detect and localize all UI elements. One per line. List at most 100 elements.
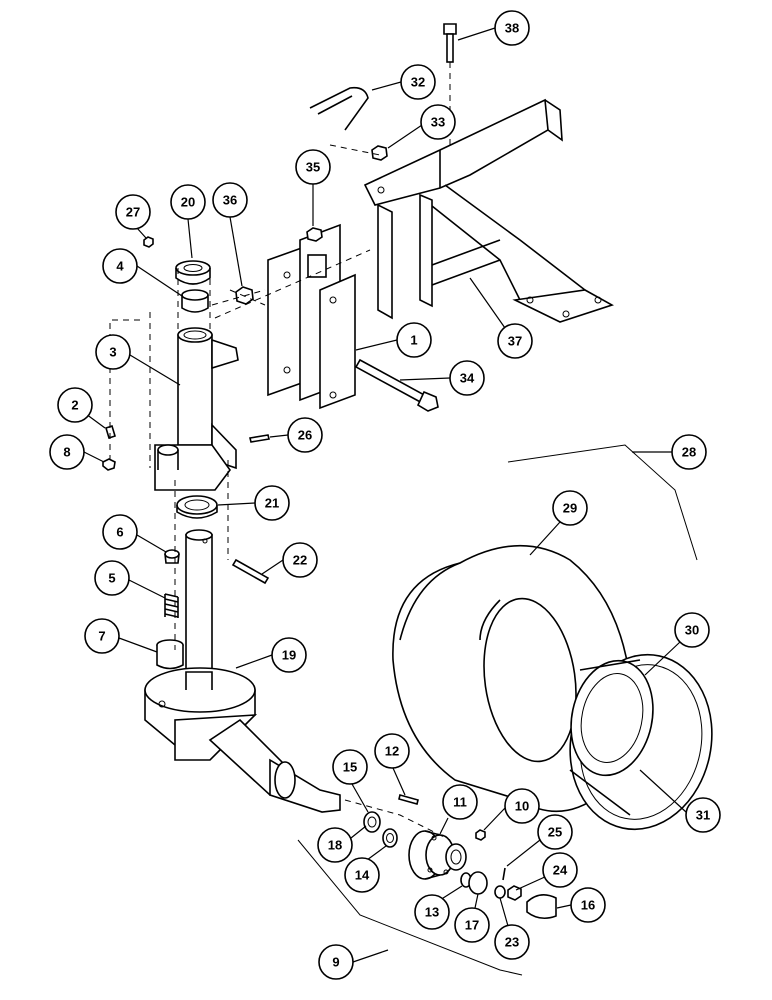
callout-33: 33 (387, 104, 456, 149)
callout-12: 12 (374, 733, 410, 796)
svg-text:33: 33 (431, 115, 445, 130)
nut-27 (143, 236, 154, 248)
callout-17: 17 (454, 893, 490, 943)
cap-17 (468, 871, 488, 895)
bushing-20 (175, 260, 211, 285)
svg-text:4: 4 (116, 259, 124, 274)
bushing-4 (181, 289, 209, 313)
svg-text:13: 13 (425, 905, 439, 920)
svg-text:15: 15 (343, 760, 357, 775)
svg-text:22: 22 (293, 553, 307, 568)
bolt-34 (354, 358, 439, 412)
svg-text:3: 3 (109, 345, 116, 360)
pin-12 (398, 794, 419, 805)
callout-25: 25 (506, 814, 573, 867)
bearing-15 (363, 811, 381, 833)
svg-text:25: 25 (548, 825, 562, 840)
svg-text:35: 35 (306, 160, 320, 175)
callout-32: 32 (371, 64, 436, 100)
callout-29: 29 (529, 490, 588, 556)
svg-text:6: 6 (116, 525, 123, 540)
callout-30: 30 (644, 612, 710, 676)
svg-text:34: 34 (460, 371, 475, 386)
bolt-38 (443, 23, 457, 63)
callout-24: 24 (515, 852, 578, 891)
svg-text:9: 9 (332, 955, 339, 970)
svg-text:30: 30 (685, 623, 699, 638)
svg-text:18: 18 (328, 838, 342, 853)
callout-5: 5 (94, 560, 166, 599)
callout-7: 7 (84, 618, 158, 654)
svg-text:2: 2 (71, 398, 78, 413)
callout-21: 21 (217, 485, 290, 521)
callout-14: 14 (344, 845, 387, 893)
callout-38: 38 (457, 10, 530, 46)
frame-bracket (363, 98, 614, 323)
pin-25 (502, 867, 506, 881)
bracket-9 (297, 839, 523, 976)
svg-text:28: 28 (682, 445, 696, 460)
svg-text:8: 8 (63, 445, 70, 460)
u-bolt-32 (309, 86, 369, 131)
callout-4: 4 (102, 248, 183, 297)
spindle-19 (144, 529, 341, 813)
seal-14 (382, 828, 398, 848)
svg-text:1: 1 (410, 333, 417, 348)
nut-10 (475, 829, 486, 841)
housing-tube (154, 327, 239, 491)
callout-27: 27 (115, 194, 151, 239)
nut-33 (371, 145, 388, 161)
callout-3: 3 (95, 334, 181, 386)
assembly-lines (109, 62, 451, 841)
bracket-28 (507, 444, 698, 561)
svg-text:11: 11 (453, 795, 467, 810)
mounting-plates (267, 223, 356, 410)
svg-text:37: 37 (508, 334, 522, 349)
callout-8: 8 (49, 434, 105, 470)
pin-26 (249, 434, 270, 443)
svg-text:16: 16 (581, 898, 595, 913)
callout-37: 37 (469, 277, 533, 359)
rim-30 (569, 653, 713, 831)
callout-18: 18 (317, 825, 367, 863)
plug-7 (156, 639, 184, 670)
callout-23: 23 (494, 897, 530, 960)
callout-36: 36 (212, 182, 248, 287)
svg-text:20: 20 (181, 195, 195, 210)
callout-13: 13 (414, 885, 463, 930)
callout-2: 2 (57, 387, 106, 429)
svg-text:17: 17 (465, 918, 479, 933)
washer-21 (176, 495, 218, 519)
callout-26: 26 (269, 417, 323, 453)
svg-text:5: 5 (108, 571, 115, 586)
svg-text:36: 36 (223, 193, 237, 208)
cap-6 (164, 549, 180, 564)
svg-text:24: 24 (553, 863, 568, 878)
callout-20: 20 (170, 184, 206, 259)
callout-34: 34 (399, 360, 485, 396)
svg-text:29: 29 (563, 501, 577, 516)
svg-text:23: 23 (505, 935, 519, 950)
callout-31: 31 (639, 769, 721, 833)
svg-text:27: 27 (126, 205, 140, 220)
svg-text:32: 32 (411, 75, 425, 90)
callout-1: 1 (355, 322, 432, 358)
callout-11: 11 (439, 784, 478, 835)
hub-11 (408, 830, 467, 880)
callout-35: 35 (295, 149, 331, 226)
callout-16: 16 (556, 887, 606, 923)
callout-6: 6 (102, 514, 167, 553)
callout-28: 28 (632, 434, 707, 470)
svg-text:38: 38 (505, 21, 519, 36)
svg-text:7: 7 (98, 629, 105, 644)
svg-text:12: 12 (385, 744, 399, 759)
pin-22 (231, 558, 270, 585)
pin-2 (102, 424, 116, 471)
svg-text:14: 14 (355, 868, 370, 883)
svg-text:10: 10 (515, 799, 529, 814)
spring-5 (164, 593, 179, 618)
callout-10: 10 (483, 788, 540, 831)
svg-text:31: 31 (696, 808, 710, 823)
svg-text:21: 21 (265, 496, 279, 511)
